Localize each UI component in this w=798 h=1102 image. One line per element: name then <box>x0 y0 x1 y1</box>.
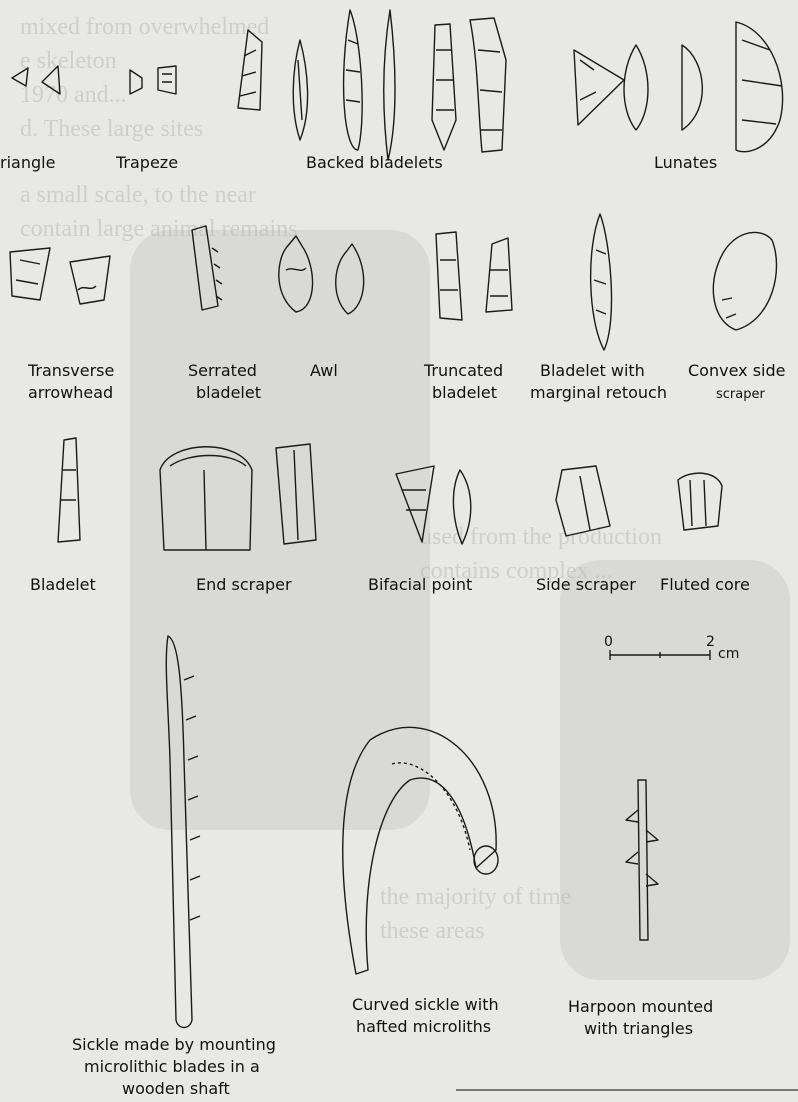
serrated-bladelet-drawing <box>192 226 222 310</box>
label-transverse-arrowhead-2: arrowhead <box>28 382 113 404</box>
scale-unit: cm <box>718 646 739 662</box>
label-lunates: Lunates <box>654 152 717 174</box>
label-convex-side-scraper-1: Convex side <box>688 360 785 382</box>
bifacial-point-drawing <box>396 466 471 544</box>
lunates-drawing <box>574 22 783 152</box>
label-triangle: riangle <box>0 152 55 174</box>
side-scraper-drawing <box>556 466 610 536</box>
label-curved-sickle-1: Curved sickle with <box>352 994 499 1016</box>
label-curved-sickle-2: hafted microliths <box>356 1016 491 1038</box>
backed-bladelets-drawing <box>238 10 506 160</box>
triangle-drawing <box>12 66 60 94</box>
label-bladelet: Bladelet <box>30 574 96 596</box>
sickle-shaft-drawing <box>166 636 200 1028</box>
label-marginal-retouch-1: Bladelet with <box>540 360 645 382</box>
label-transverse-arrowhead-1: Transverse <box>28 360 114 382</box>
truncated-bladelet-drawing <box>436 232 512 320</box>
label-marginal-retouch-2: marginal retouch <box>530 382 667 404</box>
transverse-arrowhead-drawing <box>10 248 110 304</box>
label-convex-side-scraper-2: scraper <box>716 384 765 406</box>
label-serrated-bladelet-1: Serrated <box>188 360 257 382</box>
label-harpoon-1: Harpoon mounted <box>568 996 713 1018</box>
marginal-retouch-bladelet-drawing <box>591 214 612 350</box>
label-serrated-bladelet-2: bladelet <box>196 382 261 404</box>
label-bifacial-point: Bifacial point <box>368 574 472 596</box>
end-scraper-drawing <box>160 444 316 550</box>
label-side-scraper: Side scraper <box>536 574 636 596</box>
bladelet-drawing <box>58 438 80 542</box>
awl-drawing <box>279 236 364 314</box>
fluted-core-drawing <box>678 473 722 530</box>
curved-sickle-drawing <box>343 727 498 974</box>
label-sickle-2: microlithic blades in a <box>84 1056 260 1078</box>
label-sickle-1: Sickle made by mounting <box>72 1034 276 1056</box>
convex-side-scraper-drawing <box>713 232 776 330</box>
scale-end: 2 <box>706 634 715 650</box>
label-end-scraper: End scraper <box>196 574 292 596</box>
scale-start: 0 <box>604 634 613 650</box>
label-harpoon-2: with triangles <box>584 1018 693 1040</box>
label-fluted-core: Fluted core <box>660 574 750 596</box>
label-truncated-bladelet-1: Truncated <box>424 360 503 382</box>
label-sickle-3: wooden shaft <box>122 1078 230 1100</box>
label-awl: Awl <box>310 360 338 382</box>
label-trapeze: Trapeze <box>116 152 178 174</box>
label-backed-bladelets: Backed bladelets <box>306 152 443 174</box>
harpoon-drawing <box>626 780 658 940</box>
scale-bar <box>610 650 710 660</box>
label-truncated-bladelet-2: bladelet <box>432 382 497 404</box>
trapeze-drawing <box>130 66 176 94</box>
